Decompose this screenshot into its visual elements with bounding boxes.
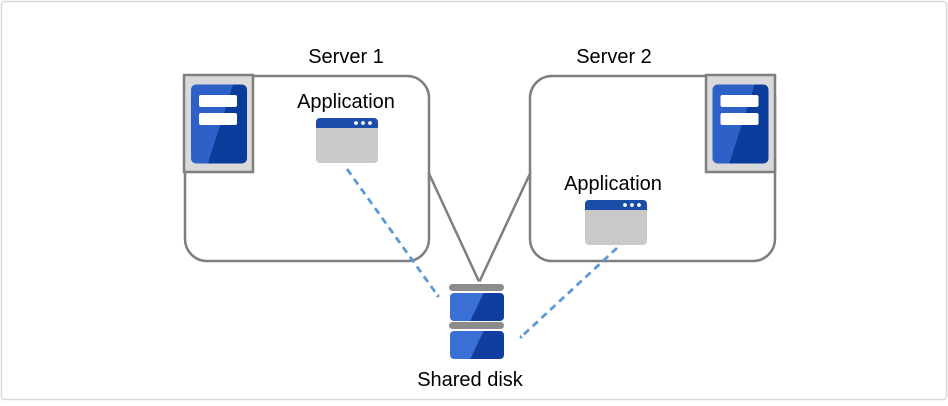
application1-window-body (316, 118, 378, 163)
shared-disk-label: Shared disk (417, 369, 524, 391)
server2-tower-slot (720, 113, 759, 125)
disk-unit-body (450, 293, 504, 321)
application1-window-icon (316, 118, 378, 163)
titlebar-dot (637, 203, 641, 207)
application1-label: Application (297, 91, 395, 113)
titlebar-dot (354, 121, 358, 125)
titlebar-dot (630, 203, 634, 207)
disk-top-bar (449, 284, 504, 291)
server1-label: Server 1 (308, 46, 384, 68)
shared-disk-icon (449, 284, 504, 359)
server1-tower-icon (182, 73, 255, 174)
server2-tower-slot (720, 95, 759, 107)
titlebar-dot (361, 121, 365, 125)
disk-top-bar (449, 322, 504, 329)
server1-tower-slot (199, 113, 237, 125)
application2-window-body (585, 200, 647, 245)
titlebar-dot (623, 203, 627, 207)
disk-unit-body (450, 331, 504, 359)
dashed-arrow-app1-to-disk (345, 168, 438, 296)
titlebar-dot (368, 121, 372, 125)
application2-window-icon (585, 200, 647, 245)
application2-window-titlebar (585, 200, 647, 210)
connector-line-server1-disk (427, 171, 481, 283)
server2-label: Server 2 (576, 46, 652, 68)
application1-window-titlebar (316, 118, 378, 128)
dashed-arrow-app2-to-disk (521, 246, 618, 337)
connector-line-server2-disk (478, 171, 532, 283)
server1-tower-slot (199, 95, 237, 107)
server2-tower-icon (704, 73, 777, 174)
application2-label: Application (564, 173, 662, 195)
